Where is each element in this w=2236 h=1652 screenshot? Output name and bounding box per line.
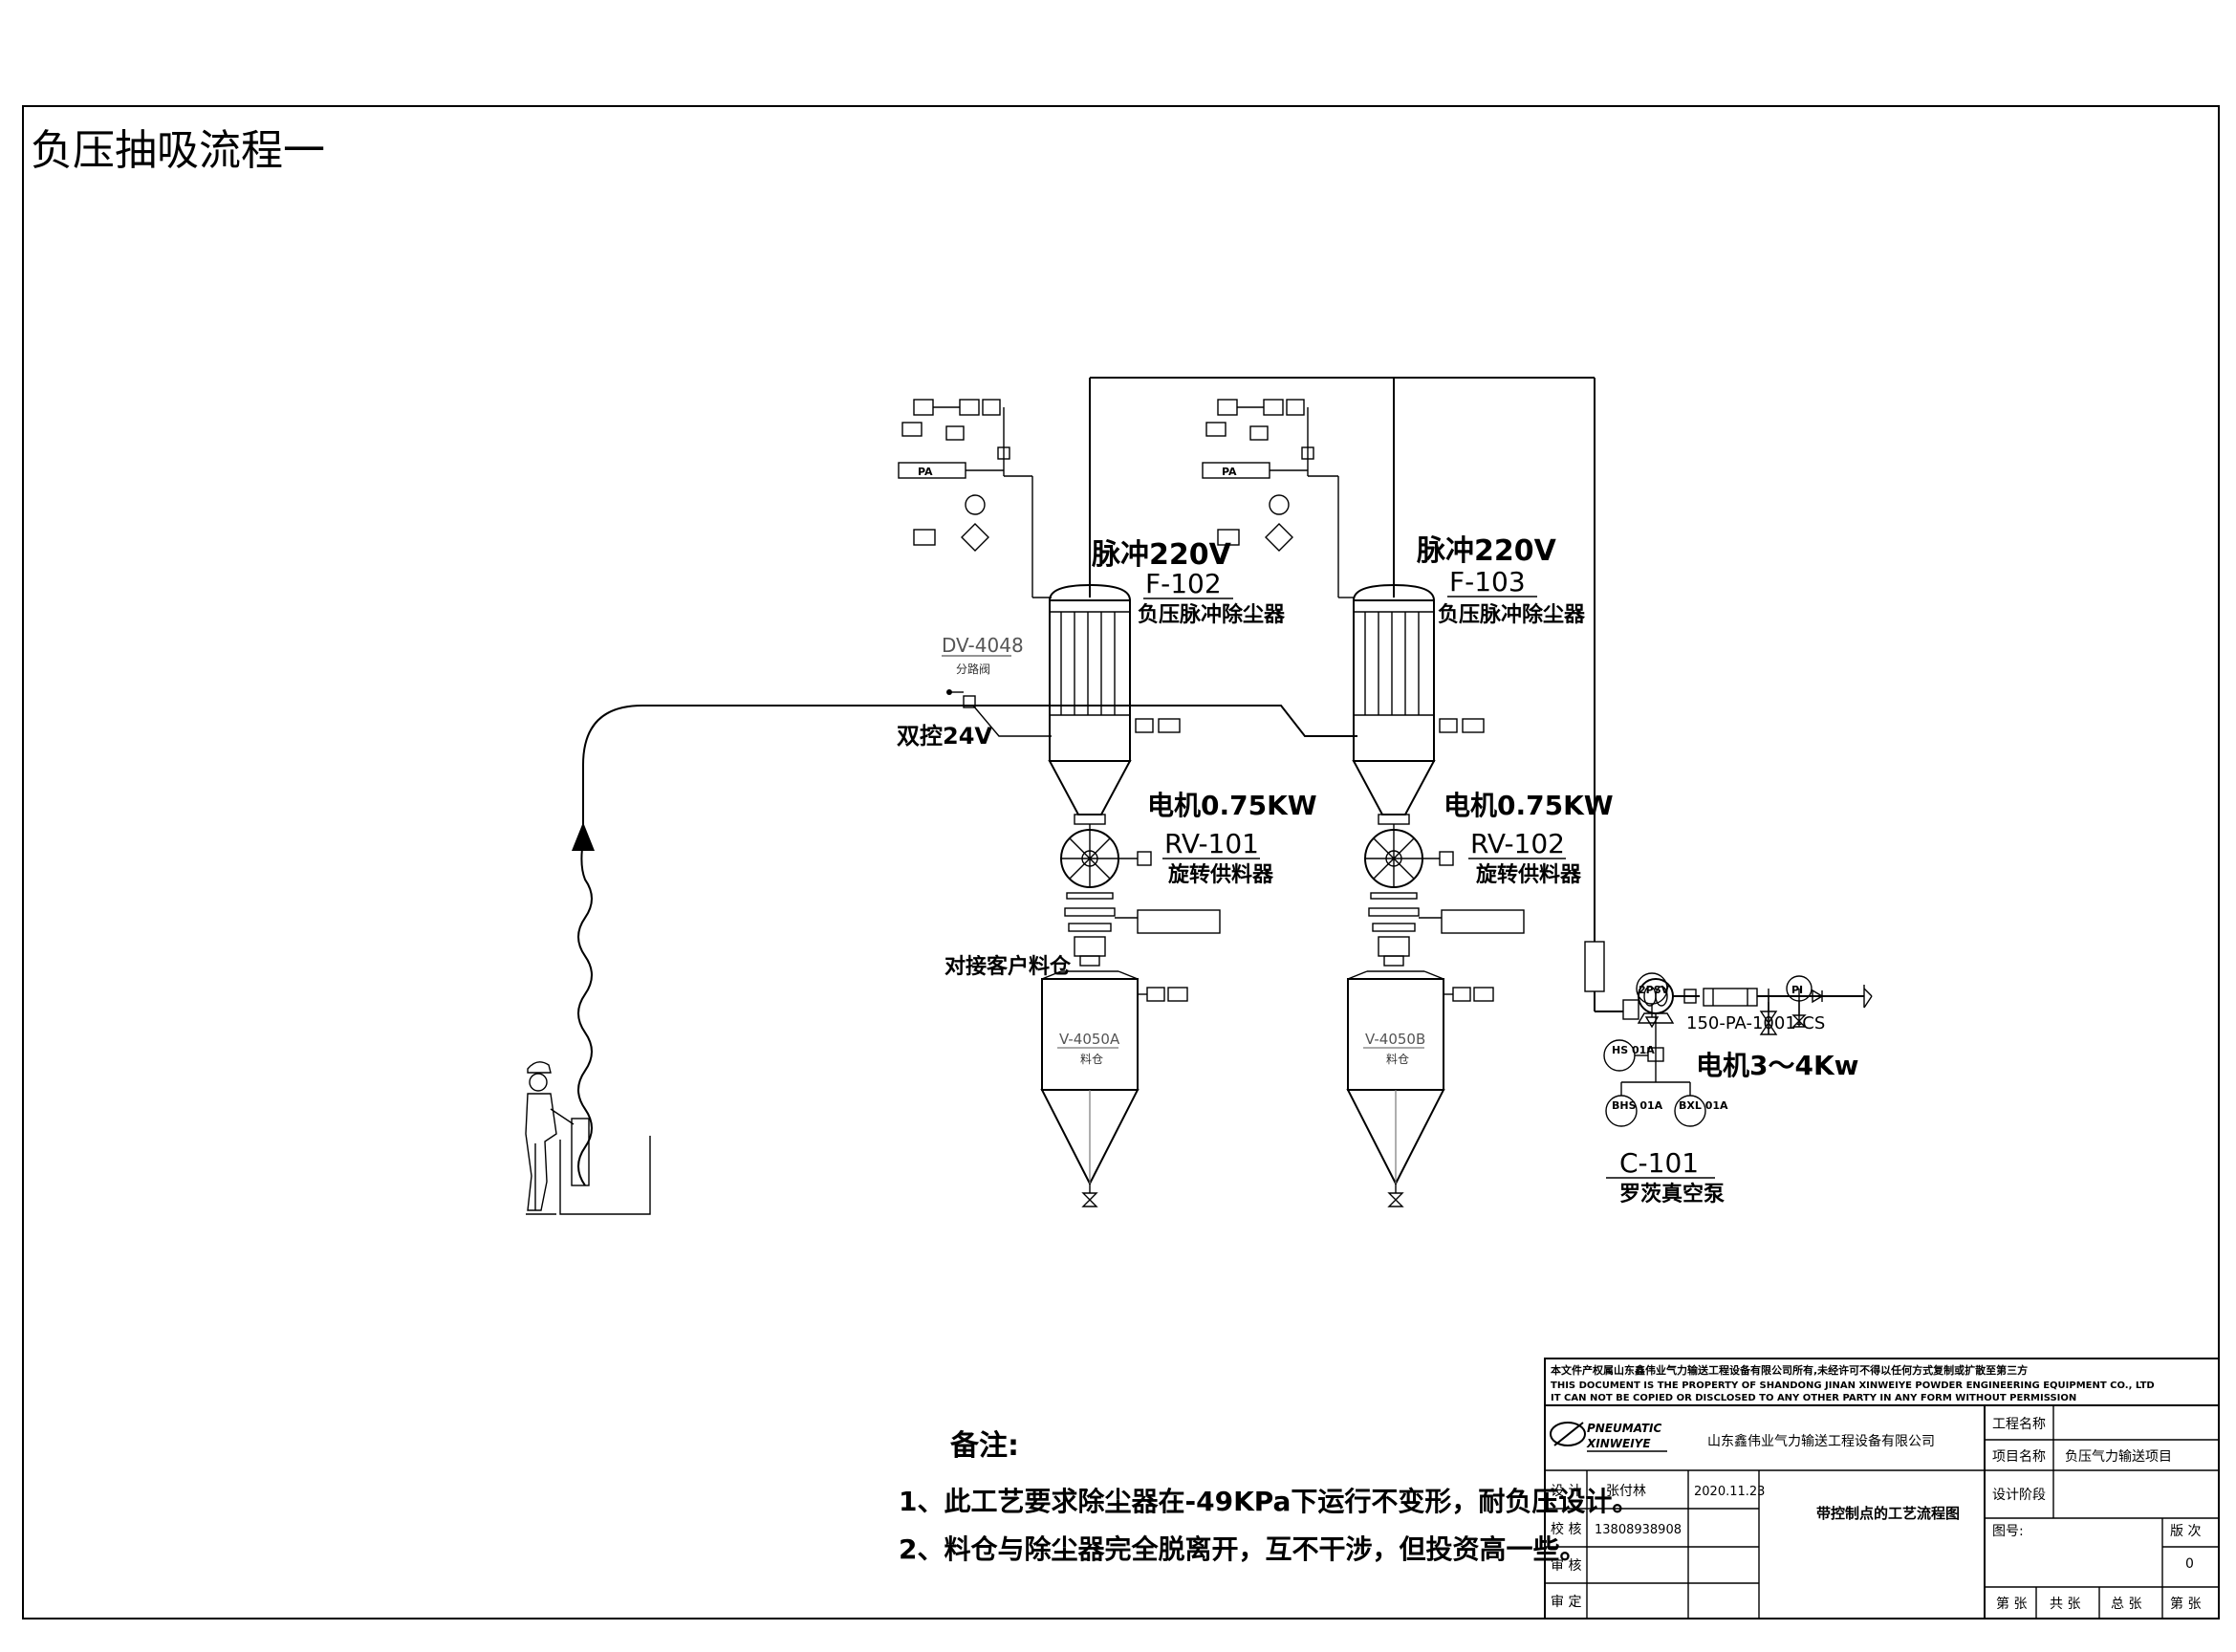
instrument-cluster-a: PA bbox=[898, 399, 1052, 598]
svg-text:PA: PA bbox=[918, 466, 933, 478]
designer: 张付林 bbox=[1606, 1484, 1646, 1499]
pump-motor: 电机3～4Kw bbox=[1696, 1050, 1859, 1081]
filter-f102-voltage: 脉冲220V bbox=[1092, 538, 1232, 572]
instrument-hs: HS 01A bbox=[1612, 1044, 1655, 1056]
unit-b: PA 脉冲220V F-103 负压脉冲除尘器 bbox=[1202, 399, 1614, 1207]
bin-v4050a-tag: V-4050A bbox=[1059, 1031, 1120, 1048]
copyright-en-2: IT CAN NOT BE COPIED OR DISCLOSED TO ANY… bbox=[1551, 1393, 2076, 1403]
unit-a: PA 脉冲220V F-102 负压脉冲除尘器 bbox=[898, 399, 1317, 1207]
conveying-line bbox=[572, 705, 1357, 1186]
filter-f102-name: 负压脉冲除尘器 bbox=[1138, 602, 1286, 627]
project-name-label: 工程名称 bbox=[1992, 1417, 2046, 1432]
note-1: 1、此工艺要求除尘器在-49KPa下运行不变形，耐负压设计。 bbox=[899, 1486, 1639, 1517]
feeder-rv101-name: 旋转供料器 bbox=[1168, 862, 1274, 887]
design-date: 2020.11.23 bbox=[1694, 1485, 1765, 1499]
drawing-no-label: 图号: bbox=[1992, 1524, 2024, 1539]
customer-bin-label: 对接客户料仓 bbox=[944, 954, 1072, 979]
drawing-title: 负压抽吸流程一 bbox=[31, 126, 325, 175]
item-name-value: 负压气力输送项目 bbox=[2065, 1449, 2172, 1465]
sheet-label: 第 张 bbox=[1996, 1596, 2027, 1612]
vacuum-header-pipe bbox=[1089, 377, 1623, 1012]
feeder-rv102-motor: 电机0.75KW bbox=[1444, 790, 1614, 821]
svg-text:PA: PA bbox=[1222, 466, 1237, 478]
instrument-cluster-b: PA bbox=[1202, 399, 1354, 598]
notes-heading: 备注: bbox=[950, 1429, 1019, 1463]
bin-v4050b-tag: V-4050B bbox=[1365, 1031, 1425, 1048]
roots-vacuum-pump: 2PSV PI 150-PA-1001-CS bbox=[1603, 972, 1873, 1206]
company-name: 山东鑫伟业气力输送工程设备有限公司 bbox=[1707, 1433, 1935, 1449]
note-2: 2、料仓与除尘器完全脱离开，互不干涉，但投资高一些。 bbox=[899, 1533, 1587, 1565]
inline-filter bbox=[1584, 941, 1605, 992]
item-name-label: 项目名称 bbox=[1992, 1449, 2046, 1465]
copyright-en-1: THIS DOCUMENT IS THE PROPERTY OF SHANDON… bbox=[1551, 1380, 2155, 1391]
instrument-bhs: BHS 01A bbox=[1612, 1099, 1663, 1112]
feeder-rv102-tag: RV-102 bbox=[1470, 828, 1565, 859]
bin-v4050a-name: 料仓 bbox=[1080, 1053, 1103, 1066]
feed-bag bbox=[571, 1118, 590, 1186]
bin-v4050b-name: 料仓 bbox=[1386, 1053, 1409, 1066]
instrument-bxl: BXL 01A bbox=[1679, 1099, 1728, 1112]
page-label: 第 张 bbox=[2170, 1596, 2201, 1612]
feeder-rv101-tag: RV-101 bbox=[1164, 828, 1259, 859]
pump-name: 罗茨真空泵 bbox=[1619, 1182, 1725, 1206]
svg-text:PI: PI bbox=[1791, 984, 1803, 996]
filter-f102-tag: F-102 bbox=[1145, 568, 1222, 599]
revision-label: 版 次 bbox=[2170, 1524, 2201, 1539]
worker-figure bbox=[525, 1061, 651, 1215]
pump-pipe-label: 150-PA-1001-CS bbox=[1686, 1013, 1825, 1033]
approve-label: 审 定 bbox=[1551, 1595, 1581, 1610]
diverter-tag: DV-4048 bbox=[942, 634, 1024, 657]
checker: 13808938908 bbox=[1595, 1523, 1682, 1537]
design-label: 设 计 bbox=[1551, 1484, 1581, 1499]
total-sheets-label: 总 张 bbox=[2111, 1597, 2141, 1612]
feeder-rv102-name: 旋转供料器 bbox=[1476, 862, 1582, 887]
company-logo: PNEUMATIC XINWEIYE bbox=[1550, 1422, 1667, 1452]
diverter-valve: DV-4048 分路阀 双控24V bbox=[897, 634, 1024, 750]
svg-text:PNEUMATIC: PNEUMATIC bbox=[1587, 1422, 1662, 1435]
drawing-name: 带控制点的工艺流程图 bbox=[1816, 1505, 1960, 1522]
pump-tag: C-101 bbox=[1619, 1147, 1699, 1179]
audit-label: 审 核 bbox=[1551, 1558, 1581, 1574]
notes-block: 备注: 1、此工艺要求除尘器在-49KPa下运行不变形，耐负压设计。 2、料仓与… bbox=[899, 1429, 1639, 1565]
filter-f103-name: 负压脉冲除尘器 bbox=[1438, 602, 1586, 627]
check-label: 校 核 bbox=[1551, 1521, 1581, 1537]
drawing-frame bbox=[22, 105, 2220, 1619]
diverter-name: 分路阀 bbox=[956, 662, 990, 676]
title-block: 本文件产权属山东鑫伟业气力输送工程设备有限公司所有,未经许可不得以任何方式复制或… bbox=[1544, 1358, 2220, 1619]
total-label: 共 张 bbox=[2050, 1597, 2080, 1612]
filter-f103-tag: F-103 bbox=[1449, 566, 1526, 598]
diverter-control: 双控24V bbox=[897, 723, 992, 750]
design-stage-label: 设计阶段 bbox=[1992, 1488, 2046, 1503]
svg-text:XINWEIYE: XINWEIYE bbox=[1586, 1437, 1651, 1450]
filter-f103-voltage: 脉冲220V bbox=[1417, 534, 1557, 568]
feeder-rv101-motor: 电机0.75KW bbox=[1147, 790, 1317, 821]
copyright-cn: 本文件产权属山东鑫伟业气力输送工程设备有限公司所有,未经许可不得以任何方式复制或… bbox=[1551, 1363, 2028, 1377]
revision-value: 0 bbox=[2185, 1556, 2194, 1572]
